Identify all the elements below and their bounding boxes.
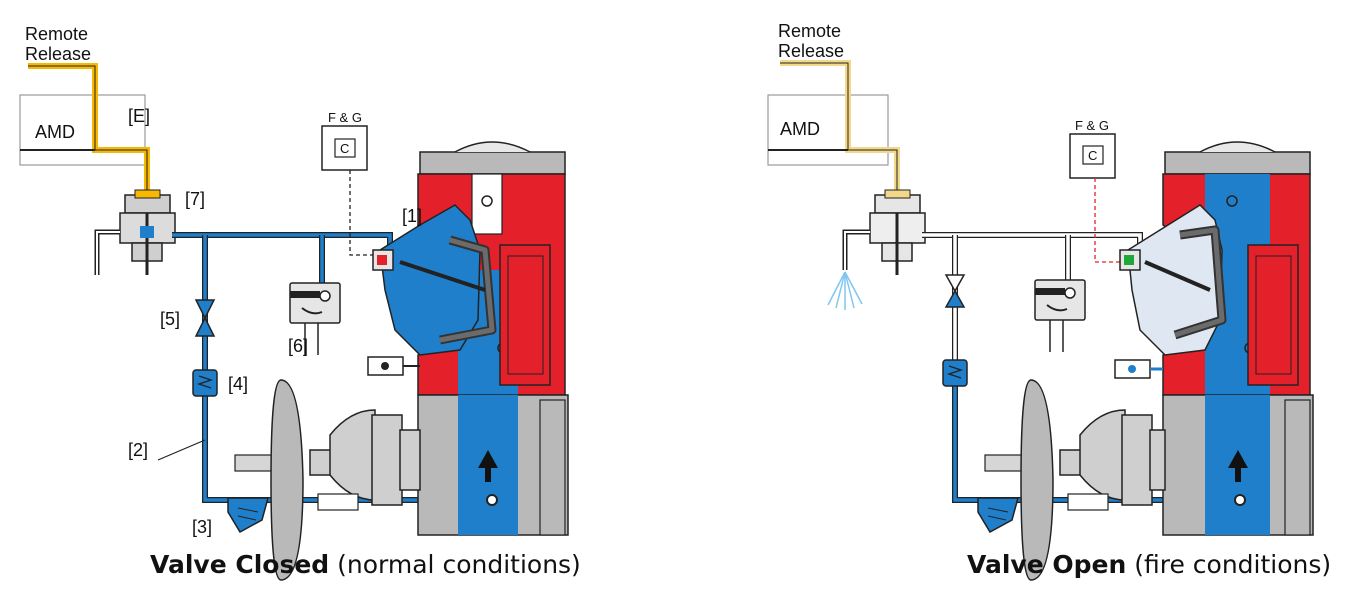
fg-box-label-r: C — [1088, 148, 1097, 163]
check-valve-r — [942, 359, 968, 387]
pressure-switch-r — [1034, 279, 1086, 352]
caption-left: Valve Closed (normal conditions) — [150, 550, 581, 579]
deluge-valve-body-r — [1119, 141, 1314, 536]
fg-signal-line — [349, 170, 375, 256]
isolation-valve-r — [984, 379, 1166, 581]
fg-label: F & G — [328, 110, 362, 125]
release-valve-r — [869, 189, 926, 275]
drip-check-r — [1114, 359, 1163, 379]
label-5: [5] — [160, 309, 180, 329]
remote-release-label-line2: Release — [25, 44, 91, 64]
caption-right-bold: Valve Open — [967, 550, 1127, 579]
pressure-switch-6 — [289, 282, 341, 355]
label-E: [E] — [128, 106, 150, 126]
amd-label-r: AMD — [780, 119, 820, 139]
isolation-valve — [234, 379, 421, 581]
drip-check — [367, 356, 420, 376]
amd-label: AMD — [35, 122, 75, 142]
release-valve — [119, 189, 176, 275]
remote-release-label-line1-r: Remote — [778, 21, 841, 41]
caption-right: Valve Open (fire conditions) — [967, 550, 1331, 579]
label-4: [4] — [228, 374, 248, 394]
caption-left-bold: Valve Closed — [150, 550, 330, 579]
label-2: [2] — [128, 440, 148, 460]
fg-label-r: F & G — [1075, 118, 1109, 133]
left-diagram: Remote Release AMD [E] [7] — [19, 24, 569, 581]
label-6: [6] — [288, 336, 308, 356]
leader-2 — [157, 439, 206, 461]
remote-release-label-line2-r: Release — [778, 41, 844, 61]
fg-box-label: C — [340, 141, 349, 156]
manual-valve-r — [944, 274, 966, 308]
right-diagram: Remote Release AMD — [767, 21, 1314, 581]
caption-left-rest: (normal conditions) — [329, 550, 581, 579]
strainer-r — [977, 497, 1019, 534]
manual-valve-5 — [194, 299, 216, 337]
caption-right-rest: (fire conditions) — [1126, 550, 1332, 579]
strainer-3 — [227, 497, 269, 534]
check-valve-4 — [192, 369, 218, 397]
water-spray — [827, 271, 863, 310]
label-7: [7] — [185, 189, 205, 209]
amd-box — [19, 94, 146, 166]
remote-release-label-line1: Remote — [25, 24, 88, 44]
fg-signal-line-r — [1094, 178, 1122, 263]
drain-pipe — [94, 229, 120, 275]
amd-box-r — [767, 94, 889, 166]
deluge-valve-body — [372, 141, 569, 536]
label-3: [3] — [192, 517, 212, 537]
label-1: [1] — [402, 206, 422, 226]
